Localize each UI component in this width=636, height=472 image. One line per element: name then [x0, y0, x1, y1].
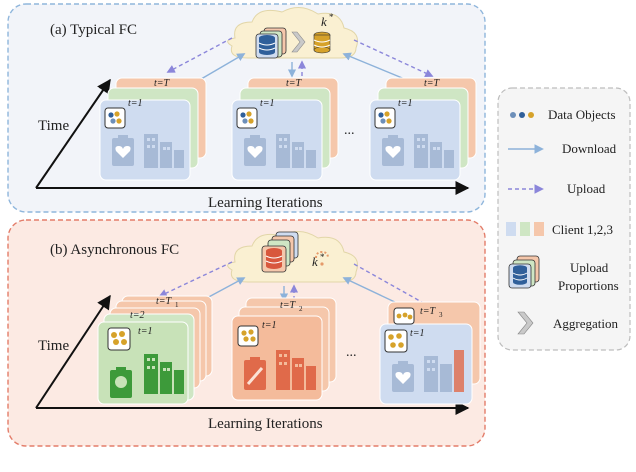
client-time-label-front: t=1 — [398, 98, 413, 109]
data-objects-icon — [374, 107, 396, 129]
panel-b: (b) Asynchronous FC k * — [7, 219, 486, 447]
server-cloud-b: k * — [227, 231, 358, 283]
ellipsis-a: ... — [344, 123, 355, 138]
legend-data-objects-label: Data Objects — [548, 107, 616, 122]
cloud-k-label: k — [321, 14, 327, 29]
client-stack-a-3: t=T t=1 — [369, 77, 477, 181]
server-cloud-a: k * — [227, 7, 358, 59]
client-time-label-front: t=1 — [410, 328, 425, 339]
clipboard-heart-icon — [382, 135, 404, 166]
legend-upload-proportions-label-2: Proportions — [558, 278, 619, 293]
clipboard-brain-icon — [110, 367, 132, 398]
client-stack-a-2: t=T t=1 — [231, 77, 339, 181]
client-time-label-front: t=1 — [262, 320, 277, 331]
panel-a-title: (a) Typical FC — [50, 22, 137, 38]
database-icon — [265, 248, 283, 269]
data-objects-icon — [104, 107, 126, 129]
client-stack-b-3: t=T 3 t=1 — [379, 301, 481, 405]
clipboard-heart-icon — [392, 361, 414, 392]
data-objects-icon — [107, 327, 131, 351]
database-icon — [313, 31, 331, 54]
axes-b: Time Learning Iterations ... — [35, 294, 470, 432]
buildings-icon — [414, 134, 454, 168]
data-objects-icon — [384, 329, 408, 353]
clipboard-heart-icon — [112, 135, 134, 166]
database-icon — [512, 265, 528, 285]
client-time-label-top: t=T — [154, 78, 171, 89]
data-objects-icon — [393, 307, 415, 325]
legend-clients-label: Client 1,2,3 — [552, 222, 613, 237]
buildings-icon — [276, 134, 316, 168]
client-time-label-sub: 1 — [175, 301, 179, 309]
client-time-label-top: t=T — [286, 78, 303, 89]
legend-upload-proportions-label-1: Upload — [570, 260, 609, 275]
cloud-k-superscript: * — [320, 252, 325, 262]
legend-aggregation-label: Aggregation — [553, 316, 618, 331]
x-axis-label-b: Learning Iterations — [208, 416, 323, 432]
legend-download: Download — [508, 141, 617, 156]
legend-upload-proportions: Upload Proportions — [508, 255, 619, 293]
clipboard-heart-icon — [244, 135, 266, 166]
legend-frame — [497, 87, 631, 351]
client-stack-a-1: t=T t=1 — [99, 77, 207, 181]
legend-aggregation: Aggregation — [517, 311, 618, 335]
legend-clients: Client 1,2,3 — [506, 222, 613, 237]
axes-a: Time Learning Iterations ... — [35, 78, 470, 211]
cloud-k-superscript: * — [329, 12, 334, 22]
cloud-k-label: k — [312, 254, 318, 269]
client-time-label-front: t=1 — [138, 326, 153, 337]
client-time-label-top: t=T — [280, 300, 297, 311]
client-stack-b-1: t=T 1 t=2 t=1 — [97, 295, 213, 405]
client-time-label-front: t=1 — [128, 98, 143, 109]
client-time-label-top: t=T — [156, 296, 173, 307]
legend-data-objects: Data Objects — [510, 107, 616, 122]
client-time-label-top: t=T — [420, 306, 437, 317]
buildings-icon — [144, 134, 184, 168]
buildings-icon — [144, 354, 184, 394]
client-time-label-sub: 2 — [299, 305, 303, 313]
x-axis-label-a: Learning Iterations — [208, 195, 323, 211]
comm-arrows-a — [166, 37, 434, 83]
client-time-label-mid: t=2 — [130, 310, 145, 321]
panel-b-title: (b) Asynchronous FC — [50, 242, 179, 258]
aggregation-chevron-icon — [517, 311, 534, 335]
legend-upload-label: Upload — [567, 181, 606, 196]
database-icon — [258, 35, 276, 55]
panel-a: (a) Typical FC k — [7, 3, 486, 213]
clipboard-syringe-icon — [244, 357, 266, 390]
buildings-icon — [276, 350, 316, 390]
data-objects-icon — [237, 325, 259, 347]
legend: Data Objects Download Upload Client 1,2,… — [497, 87, 631, 351]
buildings-icon — [424, 350, 464, 392]
client-time-label-top: t=T — [424, 78, 441, 89]
ellipsis-b: ... — [346, 345, 357, 360]
aggregation-chevron-icon — [291, 31, 306, 53]
aggregation-pending-icon — [315, 250, 329, 266]
client-time-label-sub: 3 — [439, 311, 443, 319]
data-objects-icon — [236, 107, 258, 129]
client-stack-b-2: t=T 2 t=1 — [231, 297, 337, 401]
legend-upload: Upload — [508, 181, 606, 196]
legend-download-label: Download — [562, 141, 617, 156]
y-axis-label-a: Time — [38, 118, 69, 134]
y-axis-label-b: Time — [38, 338, 69, 354]
client-time-label-front: t=1 — [260, 98, 275, 109]
